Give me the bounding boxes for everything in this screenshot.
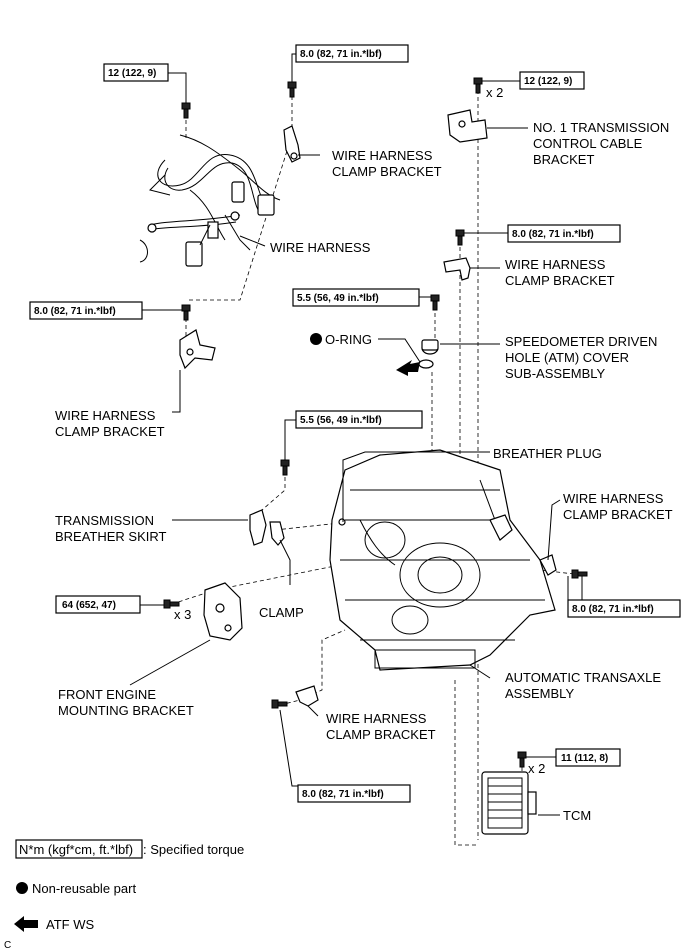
- torque-box-55-b: 5.5 (56, 49 in.*lbf): [295, 410, 423, 429]
- label-breather-skirt-b: BREATHER SKIRT: [55, 529, 167, 544]
- label-transaxle-a: AUTOMATIC TRANSAXLE: [505, 670, 661, 685]
- torque-box-12-a: 12 (122, 9): [103, 63, 169, 82]
- label-o-ring: O-RING: [325, 332, 372, 347]
- bolt-icon: [455, 229, 465, 246]
- legend-non-reusable: Non-reusable part: [32, 881, 136, 896]
- torque-text: 8.0 (82, 71 in.*lbf): [572, 604, 654, 615]
- bolt-icon: [271, 699, 288, 709]
- wh-clamp-bracket-right-mid: [443, 257, 471, 281]
- label-wh-clamp-4a: WIRE HARNESS: [563, 491, 664, 506]
- corner-mark: C: [4, 940, 11, 951]
- bolt-icon: [181, 304, 191, 321]
- bolt-icon: [181, 102, 191, 119]
- front-engine-mounting-illustration: [203, 582, 243, 641]
- qty-x3: x 3: [174, 607, 191, 622]
- label-wh-clamp-3b: CLAMP BRACKET: [55, 424, 165, 439]
- label-wh-clamp-4b: CLAMP BRACKET: [563, 507, 673, 522]
- torque-text: 8.0 (82, 71 in.*lbf): [512, 229, 594, 240]
- legend-dot-icon: [16, 882, 28, 894]
- label-speedometer-c: SUB-ASSEMBLY: [505, 366, 606, 381]
- torque-box-11: 11 (112, 8): [555, 748, 621, 767]
- label-transaxle-b: ASSEMBLY: [505, 686, 574, 701]
- torque-text: 8.0 (82, 71 in.*lbf): [302, 789, 384, 800]
- bolt-icon: [287, 81, 297, 98]
- label-no1-a: NO. 1 TRANSMISSION: [533, 120, 669, 135]
- bolt-icon: [430, 294, 440, 311]
- label-wh-clamp-2a: WIRE HARNESS: [505, 257, 606, 272]
- label-wh-clamp-2b: CLAMP BRACKET: [505, 273, 615, 288]
- torque-text: 12 (122, 9): [108, 68, 156, 79]
- label-wh-clamp-5b: CLAMP BRACKET: [326, 727, 436, 742]
- torque-text: 64 (652, 47): [62, 600, 116, 611]
- torque-box-64: 64 (652, 47): [55, 595, 141, 614]
- torque-box-8-a: 8.0 (82, 71 in.*lbf): [295, 44, 409, 63]
- torque-text: 5.5 (56, 49 in.*lbf): [300, 415, 382, 426]
- legend-arrow-icon: [14, 916, 38, 932]
- transaxle-assembly-illustration: [329, 449, 556, 671]
- label-breather-plug: BREATHER PLUG: [493, 446, 602, 461]
- torque-box-8-e: 8.0 (82, 71 in.*lbf): [297, 784, 411, 803]
- label-front-engine-b: MOUNTING BRACKET: [58, 703, 194, 718]
- no1-control-cable-bracket: [447, 109, 488, 143]
- label-speedometer-b: HOLE (ATM) COVER: [505, 350, 629, 365]
- label-no1-b: CONTROL CABLE: [533, 136, 643, 151]
- bolt-icon: [571, 569, 588, 579]
- legend-torque-desc: : Specified torque: [143, 842, 244, 857]
- legend: N*m (kgf*cm, ft.*lbf) : Specified torque…: [4, 839, 244, 951]
- bolt-icon: [163, 599, 180, 609]
- torque-text: 11 (112, 8): [561, 753, 608, 764]
- breather-skirt-illustration: [249, 509, 285, 546]
- label-no1-c: BRACKET: [533, 152, 594, 167]
- qty-x2-bottom: x 2: [528, 761, 545, 776]
- speedometer-cover-illustration: [418, 339, 439, 369]
- label-front-engine-a: FRONT ENGINE: [58, 687, 156, 702]
- bolt-icons: [163, 77, 588, 768]
- label-tcm: TCM: [563, 808, 591, 823]
- torque-box-8-c: 8.0 (82, 71 in.*lbf): [29, 301, 143, 320]
- bolt-icon: [473, 77, 483, 94]
- wh-clamp-bracket-left-mid: [179, 329, 216, 370]
- wh-clamp-bracket-bottom: [295, 685, 319, 707]
- label-breather-skirt-a: TRANSMISSION: [55, 513, 154, 528]
- torque-box-8-d: 8.0 (82, 71 in.*lbf): [567, 599, 681, 618]
- torque-text: 5.5 (56, 49 in.*lbf): [297, 293, 379, 304]
- tcm-illustration: [481, 771, 537, 835]
- bolt-icon: [517, 751, 527, 768]
- torque-box-8-b: 8.0 (82, 71 in.*lbf): [507, 224, 621, 243]
- leader-lines: [129, 127, 583, 816]
- bolt-icon: [280, 459, 290, 476]
- label-wh-clamp-3a: WIRE HARNESS: [55, 408, 156, 423]
- label-wh-clamp-1b: CLAMP BRACKET: [332, 164, 442, 179]
- label-wh-clamp-5a: WIRE HARNESS: [326, 711, 427, 726]
- label-wire-harness: WIRE HARNESS: [270, 240, 371, 255]
- qty-x2-top: x 2: [486, 85, 503, 100]
- torque-text: 8.0 (82, 71 in.*lbf): [300, 49, 382, 60]
- legend-torque-unit: N*m (kgf*cm, ft.*lbf): [19, 842, 133, 857]
- torque-box-12-b: 12 (122, 9): [519, 71, 585, 90]
- wire-harness-illustration: [139, 134, 281, 267]
- legend-atf: ATF WS: [46, 917, 94, 932]
- torque-text: 12 (122, 9): [524, 76, 572, 87]
- wh-clamp-bracket-top: [283, 125, 301, 163]
- label-speedometer-a: SPEEDOMETER DRIVEN: [505, 334, 657, 349]
- torque-text: 8.0 (82, 71 in.*lbf): [34, 306, 116, 317]
- label-clamp: CLAMP: [259, 605, 304, 620]
- atf-arrow-icon: [396, 360, 420, 376]
- label-wh-clamp-1a: WIRE HARNESS: [332, 148, 433, 163]
- non-reusable-dot-icon: [310, 333, 322, 345]
- torque-box-55-a: 5.5 (56, 49 in.*lbf): [292, 288, 420, 307]
